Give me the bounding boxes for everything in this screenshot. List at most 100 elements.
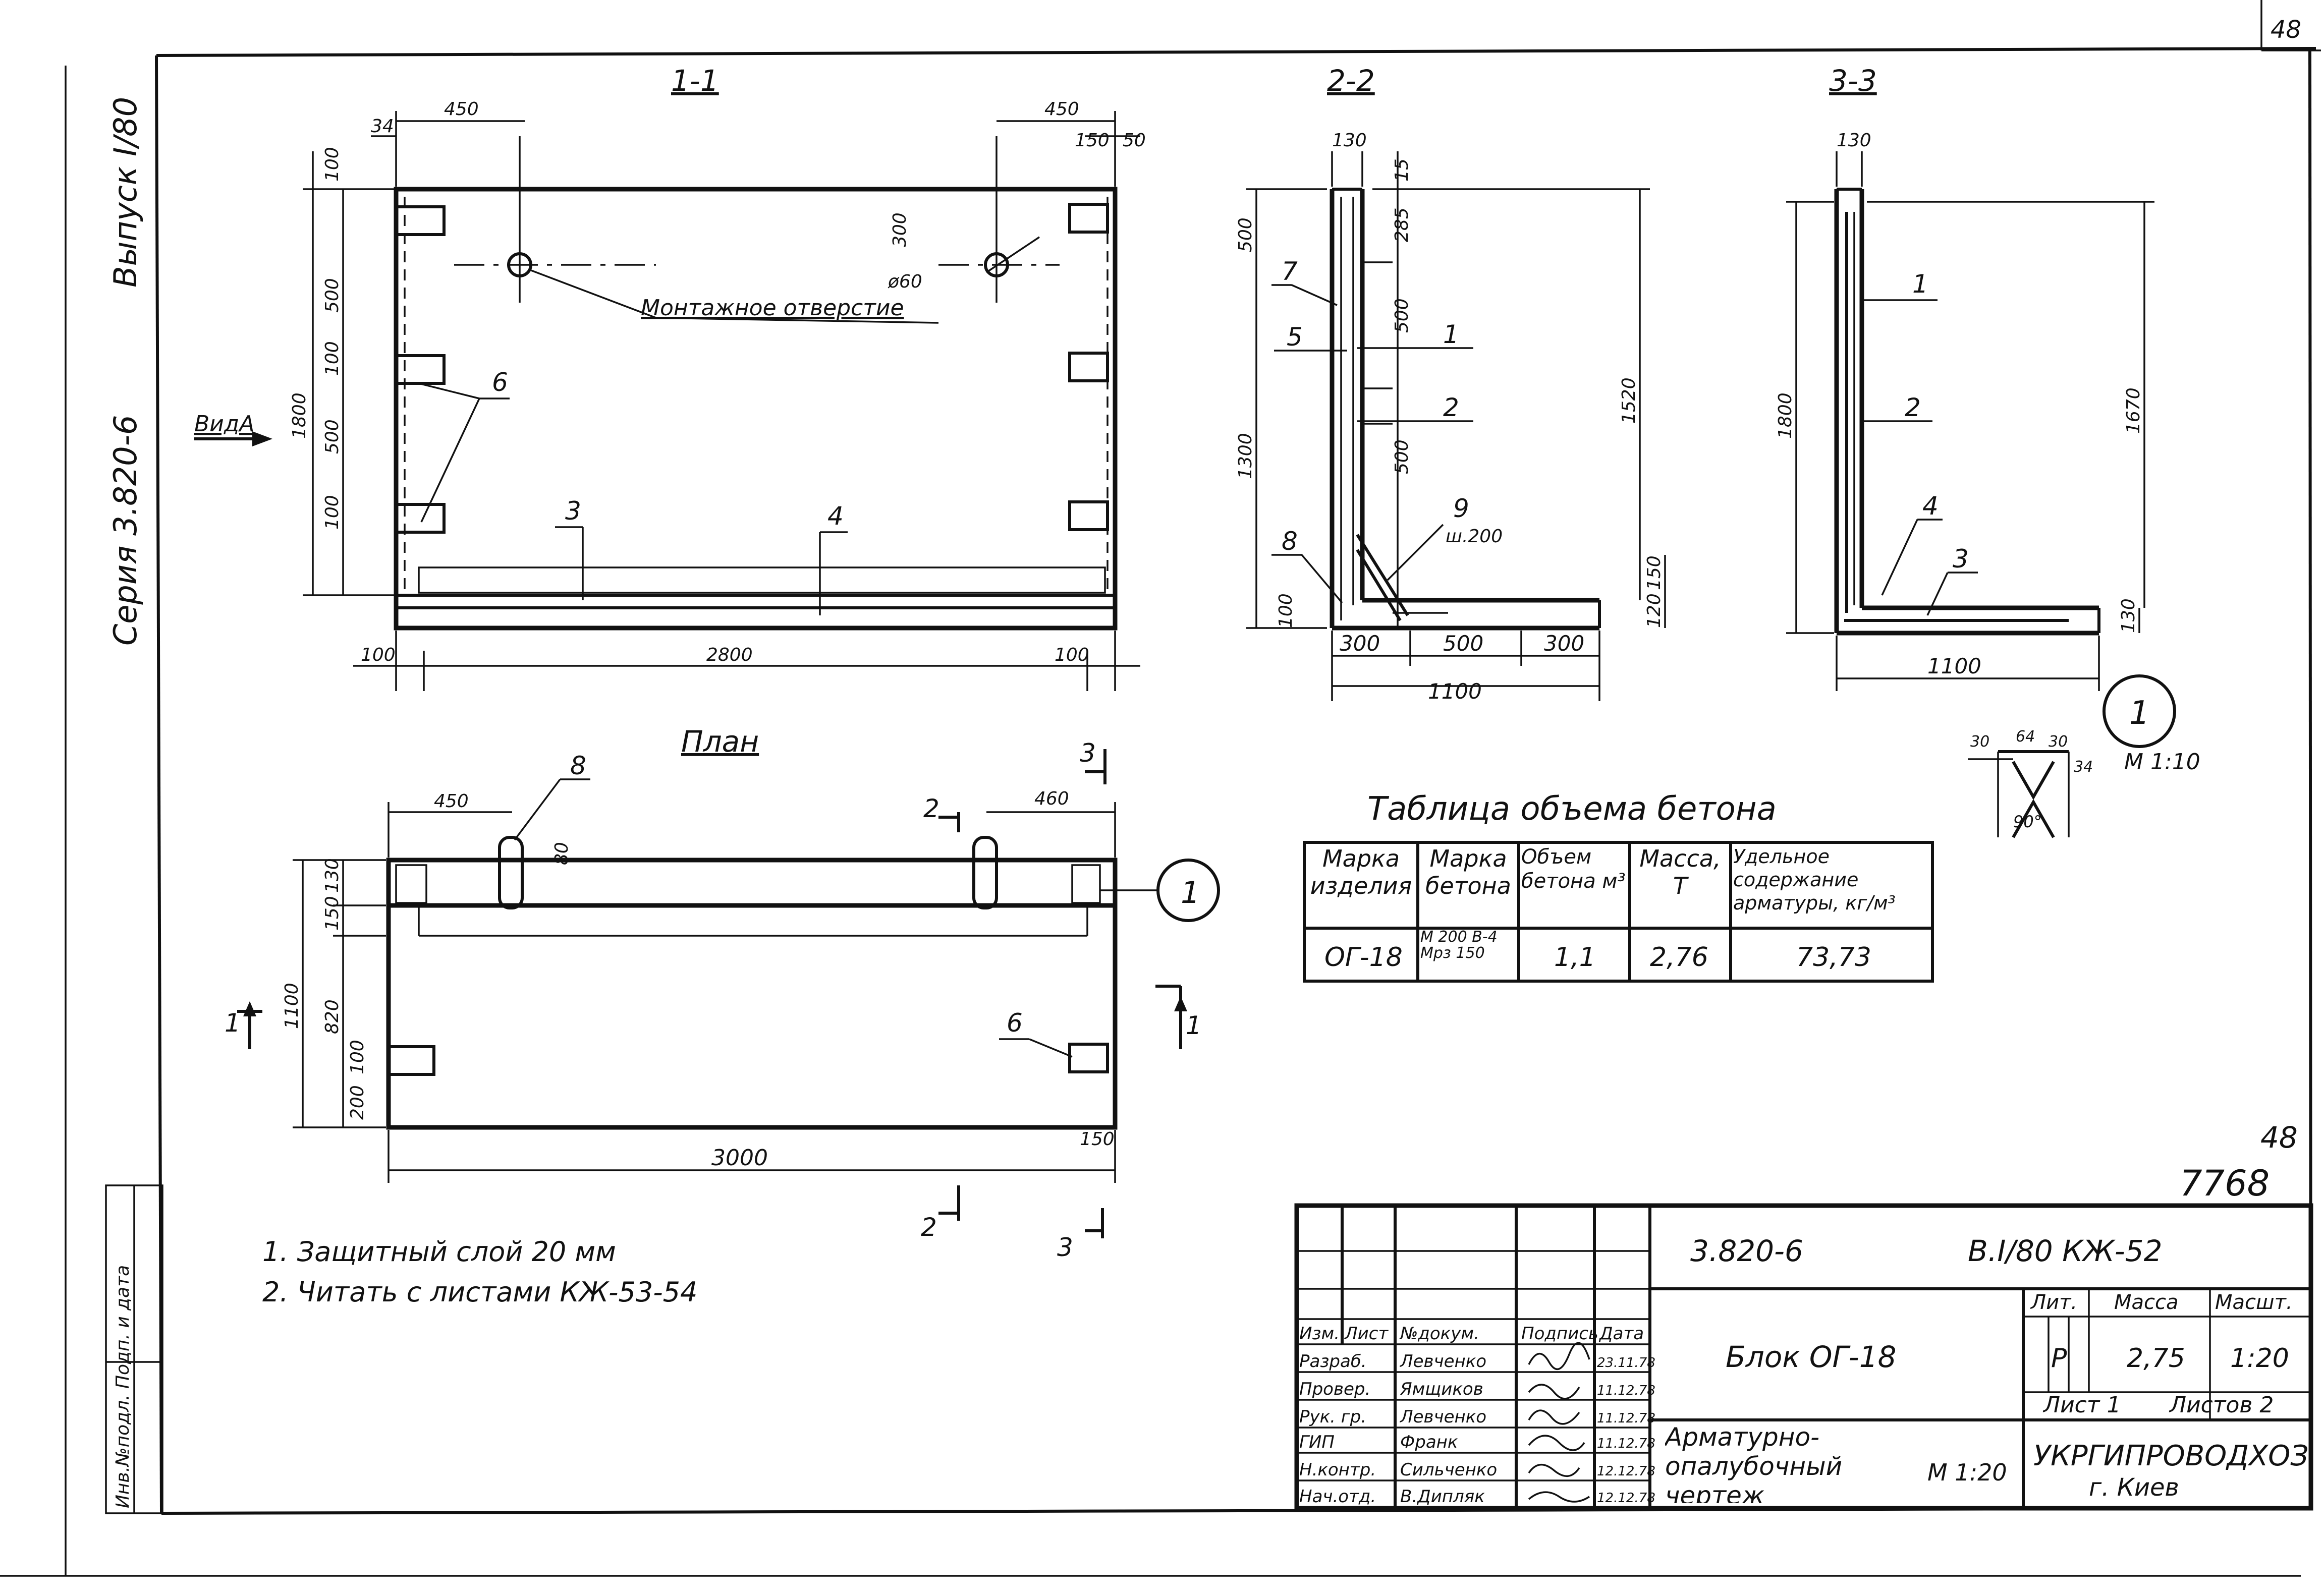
sheet-page-number-2: 48 [2260,1120,2298,1155]
signature-6 [1528,1491,1590,1503]
detail-dim-angle: 90° [2013,812,2042,831]
mark-5: 5 [1287,322,1303,352]
tb-city: г. Киев [2089,1473,2179,1502]
staff-role-6: Нач.отд. [1299,1487,1376,1507]
staff-date-3: 11.12.78 [1597,1411,1655,1426]
dim-100b: 100 [322,341,343,376]
notes: 1. Защитный слой 20 мм 2. Читать с листа… [262,1236,697,1308]
archive-stamp-text: Инв.№подл. Подп. и дата [113,1265,133,1508]
cell-concrete: М 200 В-4 Мрз 150 [1420,929,1498,962]
tb-scale-value: 1:20 [2230,1343,2289,1374]
tb-mass: 2,75 [2127,1343,2185,1374]
cut-1-left: 1 [225,1008,241,1038]
plan-dim-130: 130 [322,858,343,893]
staff-date-6: 12.12.78 [1597,1491,1655,1506]
dim-100c: 100 [322,495,343,530]
sheet-page-number: 48 [2271,16,2301,44]
staff-date-2: 11.12.78 [1597,1383,1655,1398]
hole-diameter-label: ø60 [888,271,922,292]
dim-bottom-2800: 2800 [706,645,753,665]
tb-drawing-type: Арматурно-опалубочный чертеж [1665,1422,1843,1503]
plan-dim-100: 100 [347,1040,368,1074]
staff-name-5: Сильченко [1400,1460,1497,1480]
dim-right-50: 50 [1123,130,1146,151]
mark-4: 4 [1922,491,1939,521]
cell-mass: 2,76 [1650,942,1708,973]
detail-1: 1 М 1:10 30 64 30 34 90° [1968,674,2200,838]
th-volume: Объем бетона м³ [1521,845,1626,893]
section-3-3: 3-3 130 1800 1670 130 1100 1 2 4 3 [1775,64,2154,691]
tb-scale-note: М 1:20 [1927,1459,2007,1486]
archive-stamp: Инв.№подл. Подп. и дата [105,1184,163,1514]
dim-height-1800: 1800 [289,392,310,439]
tb-sheets: Листов 2 [2169,1392,2274,1418]
section-1-1-title: 1-1 [671,64,719,98]
dim-150: 150 [1644,555,1665,590]
th-list: Лист [1344,1324,1389,1344]
cut-3-top: 3 [1080,738,1096,768]
dim-h1670: 1670 [2123,387,2144,434]
plan-dim-r150: 150 [1080,1129,1115,1150]
dim-top-right: 450 [1044,99,1079,120]
tb-scale-header: Масшт. [2215,1291,2293,1314]
cut-3-bottom: 3 [1057,1233,1073,1262]
dim-offset-300: 300 [890,212,910,247]
dim-500b: 500 [1392,439,1412,474]
th-rebar: Удельное содержание арматуры, кг/м³ [1733,845,1896,914]
plan-view: План 450 460 80 1100 150 130 820 100 200 [225,724,1220,1262]
detail-dim-30-right: 30 [2049,733,2068,751]
cut-1-right: 1 [1186,1011,1202,1040]
staff-role-2: Провер. [1299,1379,1370,1399]
dim-right-150: 150 [1075,130,1110,151]
dim-b1100: 1100 [1927,654,1981,678]
cell-mark: ОГ-18 [1324,942,1403,973]
dim-top-left: 450 [444,99,479,120]
dim-285: 285 [1392,207,1412,242]
mark-3: 3 [565,496,581,526]
section-2-2: 2-2 130 15 285 500 500 1520 150 120 500 [1235,64,1666,704]
staff-name-2: Ямщиков [1400,1379,1483,1399]
mark-8: 8 [1282,527,1298,556]
mark-2: 2 [1443,393,1459,422]
concrete-table: Таблица объема бетона Марка изделия Марк… [1303,790,1934,983]
tb-org: УКРГИПРОВОДХОЗ [2033,1440,2308,1472]
mark-3: 3 [1953,544,1969,574]
staff-name-4: Франк [1400,1432,1458,1452]
series-label: Серия 3.820-6 [107,415,144,646]
section-2-2-title: 2-2 [1327,64,1375,98]
cell-rebar: 73,73 [1796,942,1871,973]
dim-130: 130 [1332,130,1367,151]
detail-1-label: 1 [2129,695,2150,732]
dim-bottom-100-right: 100 [1055,645,1089,665]
dim-15: 15 [1392,158,1412,182]
mounting-hole-label: Монтажное отверстие [641,295,904,321]
dim-100: 100 [322,147,343,182]
dim-500b: 500 [322,419,343,454]
dim-h500: 500 [1235,217,1256,252]
staff-name-3: Левченко [1399,1407,1486,1427]
plan-dim-3000: 3000 [711,1145,768,1171]
mark-9: 9 [1453,494,1469,523]
staff-name-1: Левченко [1399,1351,1486,1372]
dim-h1800: 1800 [1775,392,1796,439]
detail-1-callout-label: 1 [1181,875,1200,910]
detail-dim-30-left: 30 [1970,733,1989,751]
dim-b300-right: 300 [1544,631,1584,656]
staff-name-6: В.Дипляк [1400,1487,1485,1507]
issue-label: Выпуск I/80 [107,97,144,288]
staff-role-1: Разраб. [1299,1351,1367,1372]
tb-sheet: Лист 1 [2042,1392,2121,1418]
dim-b500: 500 [1443,631,1483,656]
staff-date-1: 23.11.78 [1597,1355,1655,1371]
th-mass: Масса, Т [1639,845,1721,899]
concrete-table-title: Таблица объема бетона [1367,790,1777,828]
th-sign: Подпись [1521,1324,1598,1344]
th-concrete: Марка бетона [1425,845,1511,899]
mark-1: 1 [1443,320,1459,349]
th-mark: Марка изделия [1310,845,1412,899]
mark-4: 4 [827,501,844,531]
plan-dim-200: 200 [347,1085,368,1120]
dim-left-34: 34 [371,116,394,137]
signature-2 [1528,1384,1580,1400]
stirrup-spacing: ш.200 [1446,526,1503,547]
